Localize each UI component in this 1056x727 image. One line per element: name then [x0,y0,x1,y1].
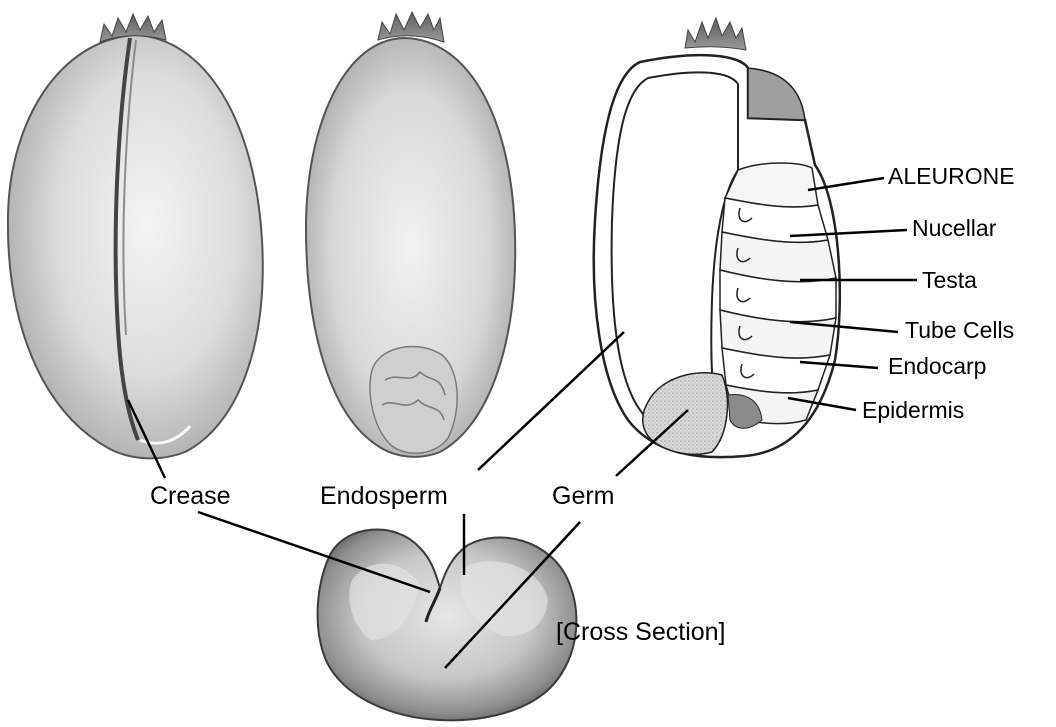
label-testa: Testa [922,267,977,293]
label-epidermis: Epidermis [862,397,964,423]
labels: Crease Endosperm Germ [Cross Section] AL… [150,163,1015,646]
label-crease: Crease [150,482,231,510]
label-cross-section: [Cross Section] [556,618,726,646]
label-germ: Germ [552,482,615,510]
kernel-back-view [306,12,515,457]
kernel-crease-view [8,14,263,458]
label-endosperm: Endosperm [320,482,448,510]
label-tube-cells: Tube Cells [905,317,1014,343]
label-nucellar: Nucellar [912,215,997,241]
label-aleurone: ALEURONE [888,163,1015,189]
kernel-longitudinal-section [594,18,840,457]
label-endocarp: Endocarp [888,353,986,379]
kernel-cross-section [318,530,577,721]
